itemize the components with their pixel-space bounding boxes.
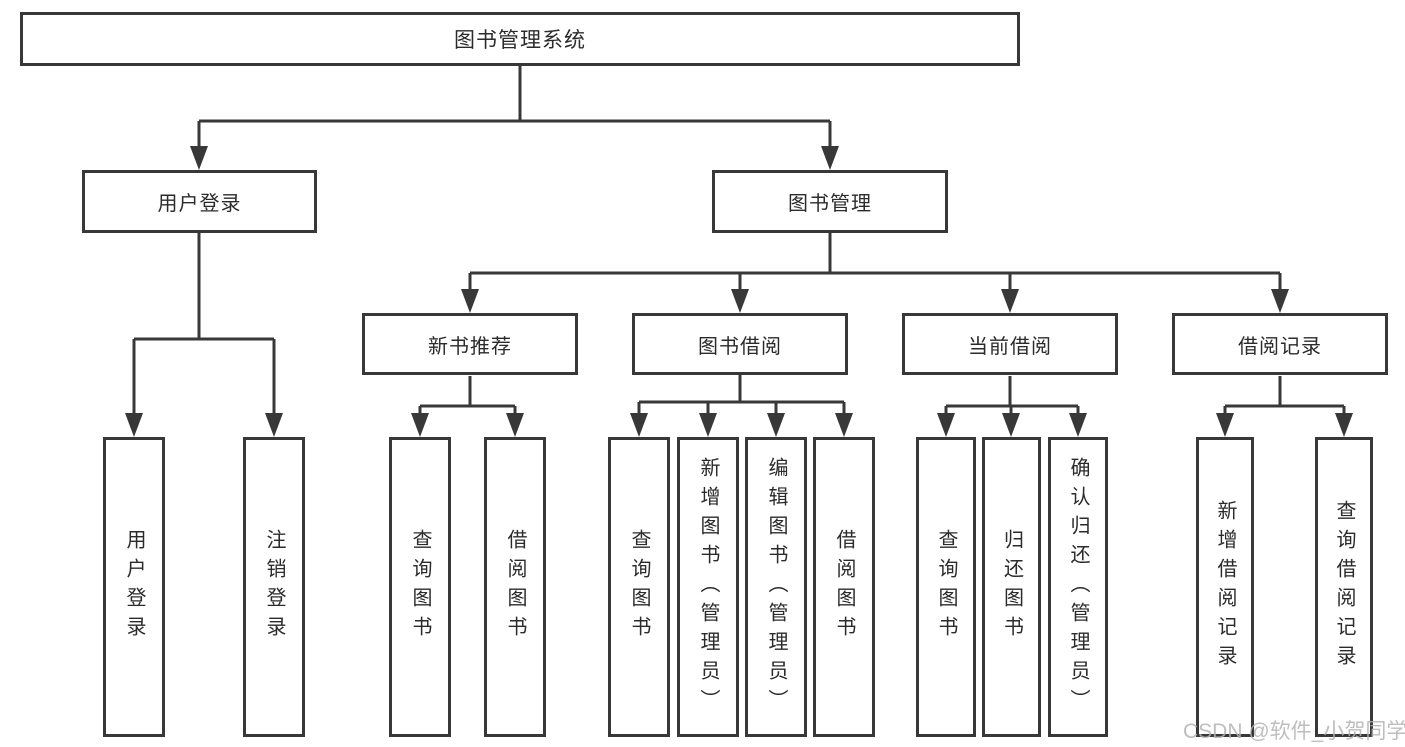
node-bb-edit-books-admin: 编辑图书（管理员）	[745, 437, 807, 737]
node-label: 借阅图书	[504, 529, 526, 645]
node-label: 图书管理系统	[454, 29, 586, 52]
arrow-down-icon	[125, 413, 143, 437]
node-bb-query-books: 查询图书	[608, 437, 670, 737]
node-label: 查询图书	[935, 529, 957, 645]
node-label: 查询图书	[409, 529, 431, 645]
node-ul-user-login: 用户登录	[103, 437, 165, 737]
arrow-down-icon	[630, 413, 648, 437]
node-nb-borrow-books: 借阅图书	[484, 437, 546, 737]
node-label: 图书借阅	[698, 335, 782, 358]
node-borrow-records: 借阅记录	[1172, 313, 1388, 375]
node-label: 编辑图书（管理员）	[765, 456, 787, 718]
node-label: 借阅记录	[1238, 335, 1322, 358]
arrow-down-icon	[190, 146, 208, 170]
node-bb-add-books-admin: 新增图书（管理员）	[677, 437, 739, 737]
node-label: 查询借阅记录	[1333, 500, 1355, 674]
arrow-down-icon	[1001, 289, 1019, 313]
arrow-down-icon	[1335, 413, 1353, 437]
node-current-borrow: 当前借阅	[902, 313, 1118, 375]
node-cb-confirm-return-admin: 确认归还（管理员）	[1048, 437, 1108, 737]
node-cb-query-books: 查询图书	[916, 437, 976, 737]
node-label: 图书管理	[788, 193, 872, 215]
node-label: 确认归还（管理员）	[1067, 456, 1089, 718]
node-book-management: 图书管理	[712, 170, 948, 233]
node-book-borrow: 图书借阅	[632, 313, 848, 375]
node-label: 用户登录	[157, 193, 242, 215]
arrow-down-icon	[506, 413, 524, 437]
arrow-down-icon	[821, 146, 839, 170]
arrow-down-icon	[461, 289, 479, 313]
node-user-login: 用户登录	[82, 170, 317, 233]
arrow-down-icon	[1271, 289, 1289, 313]
node-label: 借阅图书	[833, 529, 855, 645]
node-label: 查询图书	[628, 529, 650, 645]
arrow-down-icon	[699, 413, 717, 437]
node-br-add-record: 新增借阅记录	[1196, 437, 1254, 737]
arrow-down-icon	[767, 413, 785, 437]
node-library-system: 图书管理系统	[20, 12, 1020, 66]
watermark: CSDN @软件_小贺同学	[1183, 720, 1405, 743]
arrow-down-icon	[1069, 413, 1087, 437]
node-br-query-record: 查询借阅记录	[1315, 437, 1373, 737]
node-cb-return-books: 归还图书	[982, 437, 1041, 737]
node-label: 新书推荐	[428, 335, 512, 358]
node-bb-borrow-books: 借阅图书	[813, 437, 875, 737]
node-label: 注销登录	[263, 529, 285, 645]
arrow-down-icon	[1002, 413, 1020, 437]
node-ul-logout: 注销登录	[243, 437, 305, 737]
arrow-down-icon	[937, 413, 955, 437]
arrow-down-icon	[265, 413, 283, 437]
node-nb-query-books: 查询图书	[389, 437, 451, 737]
arrow-down-icon	[731, 289, 749, 313]
node-label: 归还图书	[1000, 529, 1023, 645]
arrow-down-icon	[835, 413, 853, 437]
node-new-book-recommend: 新书推荐	[362, 313, 578, 375]
node-label: 新增借阅记录	[1214, 500, 1236, 674]
node-label: 新增图书（管理员）	[697, 456, 719, 718]
arrow-down-icon	[1216, 413, 1234, 437]
node-label: 当前借阅	[968, 335, 1052, 358]
node-label: 用户登录	[123, 529, 145, 645]
arrow-down-icon	[411, 413, 429, 437]
